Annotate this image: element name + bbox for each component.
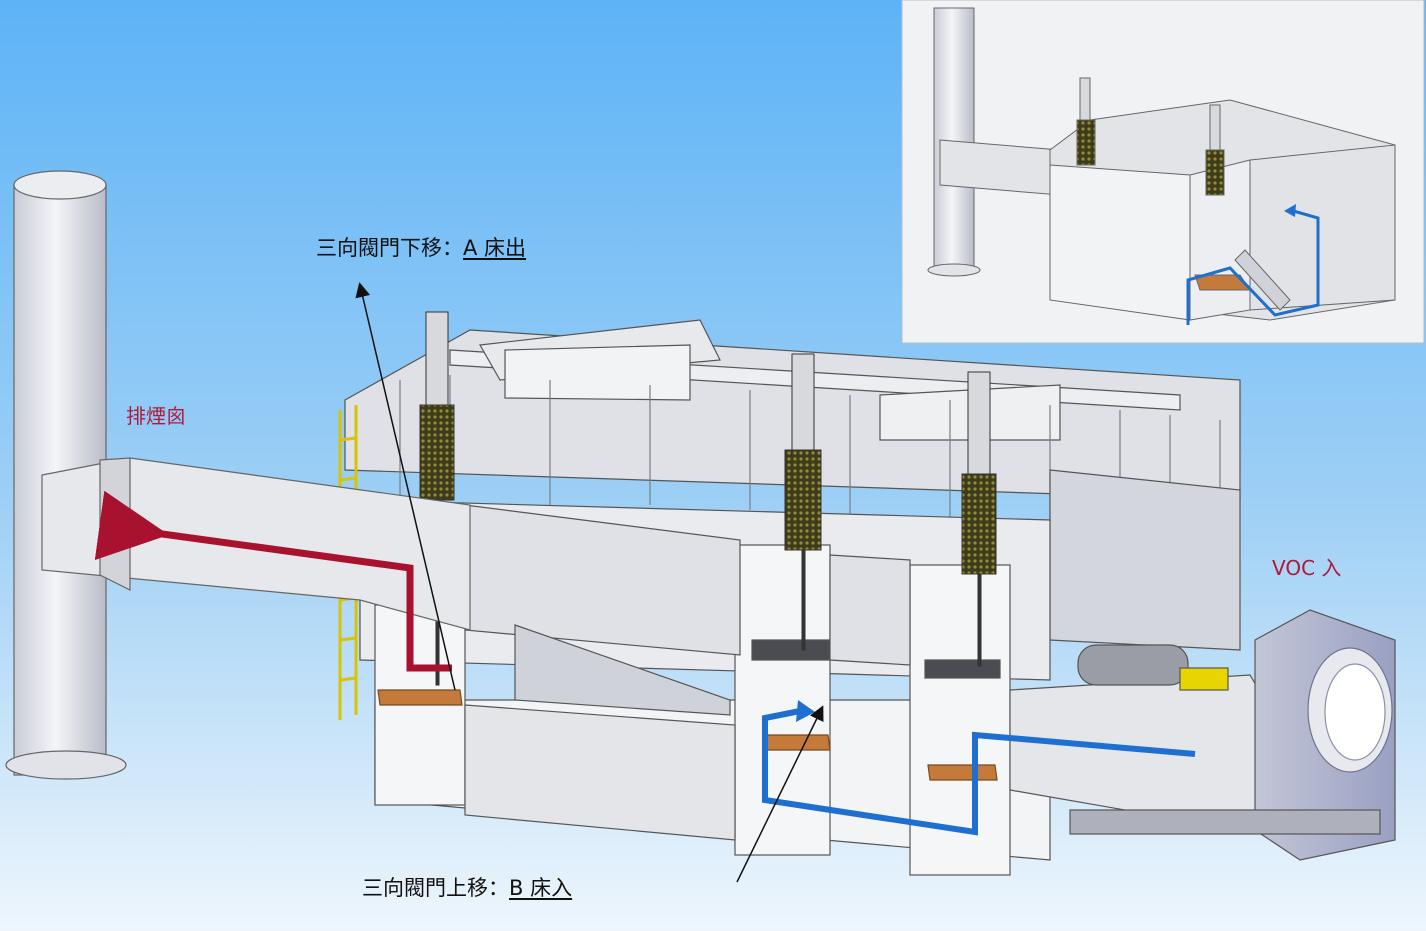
leader-line-b	[736, 705, 824, 883]
inset-inlet-flow	[1186, 208, 1320, 325]
motor-box	[1179, 667, 1229, 691]
valve-down-prefix: 三向閥門下移：	[316, 236, 463, 260]
actuators	[419, 311, 997, 686]
valve-up-bed: B 床入	[509, 876, 573, 900]
inset-view	[901, 0, 1425, 344]
arrow-up-icon	[796, 700, 815, 722]
body-side	[1049, 469, 1241, 651]
right-chamber	[829, 554, 911, 666]
valve-down-bed: A 床出	[463, 236, 527, 260]
fan	[1069, 609, 1396, 861]
rto-unit	[338, 319, 1396, 876]
valve-up-prefix: 三向閥門上移：	[362, 876, 509, 900]
chimney-label: 排煙囪	[126, 404, 186, 428]
leader-line-a	[355, 282, 456, 691]
valve-dark-plates	[751, 639, 1001, 679]
motor	[1077, 644, 1189, 686]
outlet-flow-arrow	[94, 490, 452, 672]
lower-duct	[464, 704, 736, 841]
actuator-c	[961, 371, 997, 667]
actuator-b	[784, 353, 822, 651]
valve-up-label: 三向閥門上移：B 床入	[362, 872, 572, 902]
valve-down-label: 三向閥門下移：A 床出	[316, 232, 526, 262]
voc-inlet-label: VOC 入	[1272, 556, 1342, 580]
inlet-flow-arrow	[762, 707, 1196, 836]
sloped-panel	[514, 624, 731, 716]
